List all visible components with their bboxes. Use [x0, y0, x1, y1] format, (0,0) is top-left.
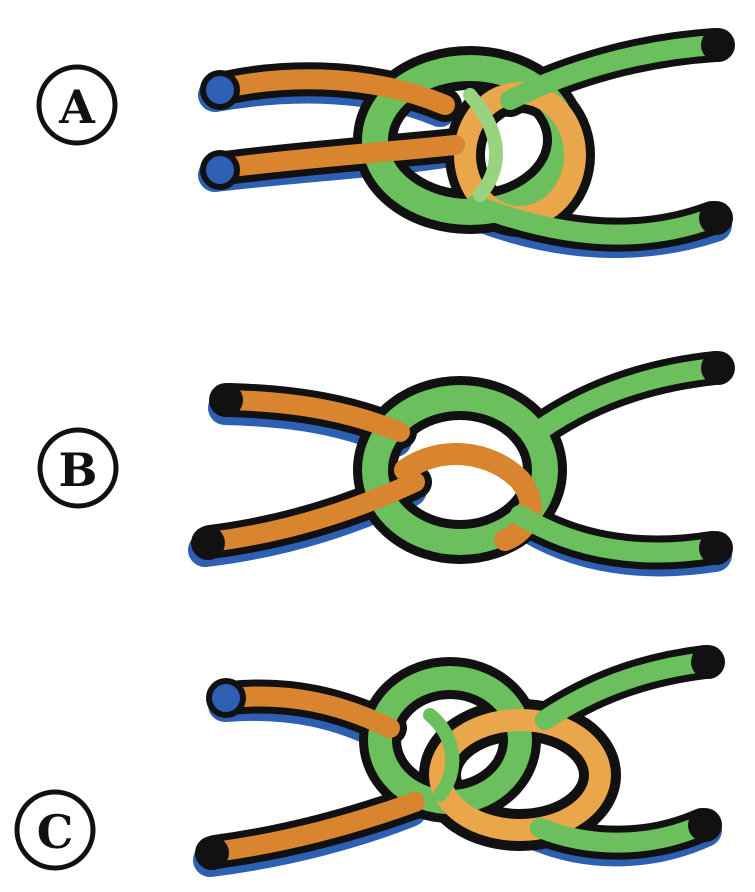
knot-b-end-2: [191, 526, 225, 560]
knot-a-end-4: [699, 201, 733, 235]
knot-b: [191, 351, 735, 565]
figure-c: C: [17, 645, 725, 870]
figure-a: A: [39, 28, 735, 241]
knot-a-end-2: [203, 153, 237, 187]
figure-a-label: A: [58, 80, 96, 134]
knot-b-end-3: [701, 351, 735, 385]
knot-a: [203, 28, 735, 241]
figure-c-marker: C: [17, 792, 93, 868]
knot-c-end-4: [688, 808, 722, 842]
figure-b: B: [40, 351, 735, 565]
knot-c: [195, 645, 725, 870]
knot-b-end-1: [209, 383, 243, 417]
figure-b-label: B: [59, 443, 98, 497]
figure-c-label: C: [37, 805, 74, 859]
knot-a-end-1: [203, 73, 237, 107]
knot-c-end-1: [209, 681, 243, 715]
figure-b-marker: B: [40, 430, 116, 506]
knot-c-end-2: [195, 836, 229, 870]
knot-c-end-3: [691, 645, 725, 679]
knot-b-end-4: [699, 531, 733, 565]
knot-a-end-3: [701, 28, 735, 62]
figure-a-marker: A: [39, 67, 115, 143]
